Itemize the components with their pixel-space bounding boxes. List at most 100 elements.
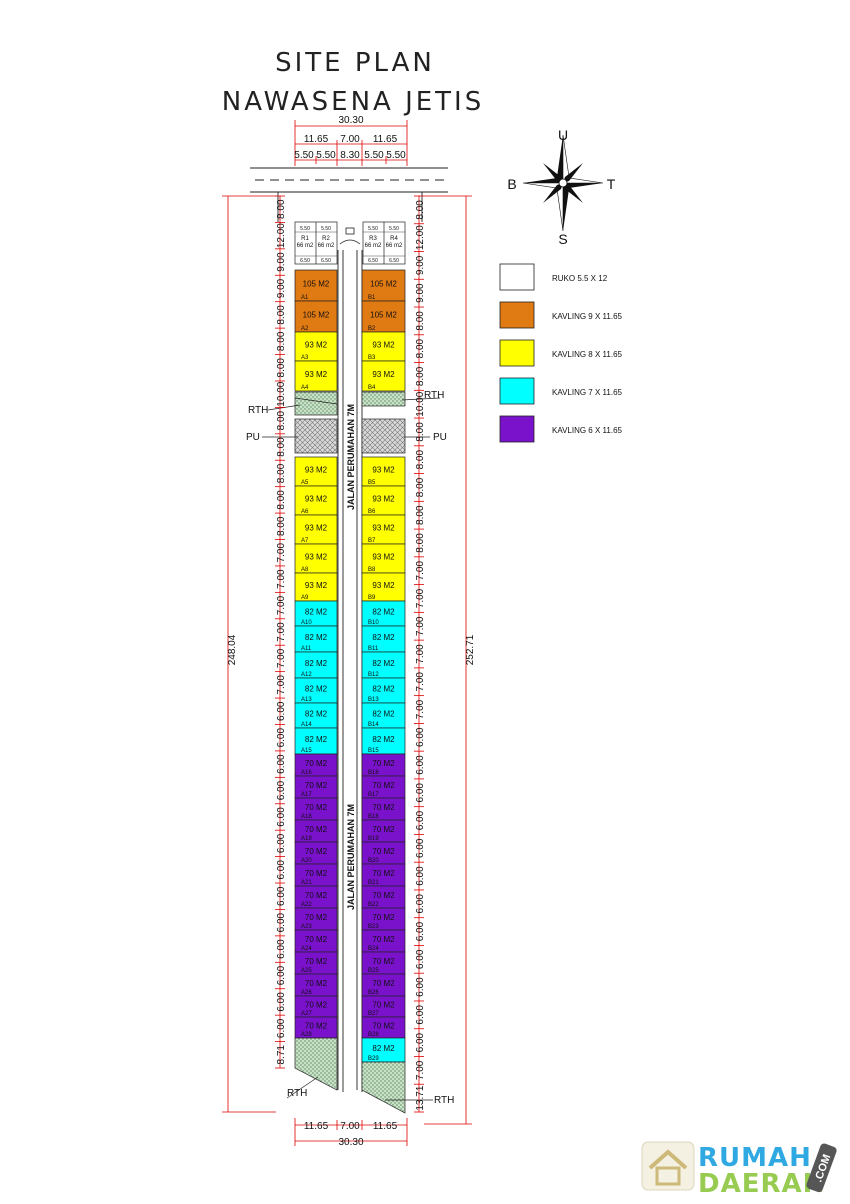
overall-left-dim: 248.04 xyxy=(227,634,238,665)
pu-label: PU xyxy=(433,432,447,443)
lot-area-label: 93 M2 xyxy=(305,524,328,533)
top-dimensions xyxy=(294,120,408,166)
rth-label: RTH xyxy=(248,405,268,416)
lot-area-label: 105 M2 xyxy=(370,280,397,289)
dim-value: 6.00 xyxy=(276,728,287,748)
lot-area-label: 70 M2 xyxy=(372,803,395,812)
dim-value: 8.00 xyxy=(276,331,287,351)
lot-area-label: 70 M2 xyxy=(372,869,395,878)
lot-area-label: 70 M2 xyxy=(372,847,395,856)
lot-id-label: B13 xyxy=(368,697,379,703)
lot-area-label: 105 M2 xyxy=(370,311,397,320)
title-line-2: NAWASENA JETIS xyxy=(222,87,484,117)
compass-west: B xyxy=(507,176,516,192)
lot-area-label: 93 M2 xyxy=(372,466,395,475)
lot-b12 xyxy=(361,651,406,679)
lot-id-label: B10 xyxy=(368,620,379,626)
ruko-dim: 5.50 xyxy=(389,226,399,232)
bottom-total-dim: 30.30 xyxy=(338,1137,363,1148)
top-dim-a: 11.65 xyxy=(304,134,329,145)
dim-value: 6.00 xyxy=(415,921,426,941)
lot-id-label: B8 xyxy=(368,567,376,573)
lot-id-label: B28 xyxy=(368,1032,379,1038)
lot-id-label: A4 xyxy=(301,385,309,391)
dim-value: 6.00 xyxy=(415,783,426,803)
lot-id-label: B1 xyxy=(368,295,376,301)
dim-value: 6.00 xyxy=(415,810,426,830)
top-dim-r1: 5.50 xyxy=(294,150,314,161)
lot-id-label: A24 xyxy=(301,946,312,952)
lot-id-label: A20 xyxy=(301,858,312,864)
compass-east: T xyxy=(607,176,616,192)
dim-value: 8.00 xyxy=(415,338,426,358)
lot-area-label: 82 M2 xyxy=(372,710,395,719)
lot-area-label: 93 M2 xyxy=(305,466,328,475)
dim-value: 8.00 xyxy=(415,366,426,386)
lot-id-label: B27 xyxy=(368,1011,379,1017)
lot-a8 xyxy=(294,543,338,574)
ruko-dim: 5.50 xyxy=(368,226,378,232)
lot-area-label: 82 M2 xyxy=(305,710,328,719)
top-dim-mid: 8.30 xyxy=(340,150,360,161)
site-boundary xyxy=(277,192,423,222)
lot-area-label: 93 M2 xyxy=(305,370,328,379)
lot-area-label: 70 M2 xyxy=(305,891,328,900)
legend-swatch xyxy=(499,339,535,367)
dim-value: 8.00 xyxy=(415,477,426,497)
dim-value: 7.00 xyxy=(415,672,426,692)
watermark-line-1: RUMAH xyxy=(698,1143,812,1173)
dim-value: 7.00 xyxy=(415,561,426,581)
dim-value: 8.00 xyxy=(276,305,287,325)
lot-id-label: B9 xyxy=(368,595,376,601)
lot-id-label: A18 xyxy=(301,814,312,820)
lot-id-label: B14 xyxy=(368,722,379,728)
lot-id-label: B20 xyxy=(368,858,379,864)
left-dimension-chain: 8.0012.009.009.008.008.008.0010.008.008.… xyxy=(275,195,287,1069)
lot-area-label: 70 M2 xyxy=(372,957,395,966)
dim-value: 7.00 xyxy=(415,1060,426,1080)
dim-value: 10.00 xyxy=(415,391,426,416)
top-dim-r4: 5.50 xyxy=(386,150,406,161)
lot-b7 xyxy=(361,514,406,545)
dim-value: 8.71 xyxy=(276,1045,287,1065)
lot-id-label: A11 xyxy=(301,646,312,652)
lot-area-label: 70 M2 xyxy=(305,847,328,856)
ruko-block-right xyxy=(362,221,406,265)
lot-area-label: 70 M2 xyxy=(372,825,395,834)
lot-id-label: A10 xyxy=(301,620,312,626)
lot-id-label: B29 xyxy=(368,1056,379,1062)
dim-value: 6.00 xyxy=(415,755,426,775)
lot-area-label: 70 M2 xyxy=(305,935,328,944)
dim-value: 6.00 xyxy=(415,1032,426,1052)
lot-id-label: A28 xyxy=(301,1032,312,1038)
lot-a11 xyxy=(294,625,338,653)
road-label-upper: JALAN PERUMAHAN 7M xyxy=(346,404,356,510)
lot-area-label: 93 M2 xyxy=(305,581,328,590)
ruko-id: R1 xyxy=(301,236,309,242)
lot-id-label: B15 xyxy=(368,748,379,754)
dim-value: 8.00 xyxy=(276,437,287,457)
road-label-lower: JALAN PERUMAHAN 7M xyxy=(346,804,356,910)
lot-b10 xyxy=(361,600,406,627)
legend-swatch xyxy=(499,301,535,329)
ruko-dim: 6.50 xyxy=(368,258,378,264)
dim-value: 7.00 xyxy=(276,569,287,589)
lot-id-label: B26 xyxy=(368,990,379,996)
dim-value: 7.00 xyxy=(276,595,287,615)
overall-right-dim: 252.71 xyxy=(465,634,476,665)
dim-value: 8.00 xyxy=(415,311,426,331)
overall-dimension-lines xyxy=(222,195,472,1125)
dim-value: 7.00 xyxy=(276,622,287,642)
compass-south: S xyxy=(558,231,567,247)
dim-value: 6.00 xyxy=(276,780,287,800)
lot-a10 xyxy=(294,600,338,627)
lot-area-label: 93 M2 xyxy=(372,553,395,562)
dim-value: 8.00 xyxy=(276,490,287,510)
ruko-dim: 6.50 xyxy=(389,258,399,264)
dim-value: 6.00 xyxy=(415,866,426,886)
lot-a1 xyxy=(294,269,338,302)
dim-value: 9.00 xyxy=(276,278,287,298)
lot-area-label: 82 M2 xyxy=(305,685,328,694)
lot-id-label: B23 xyxy=(368,924,379,930)
